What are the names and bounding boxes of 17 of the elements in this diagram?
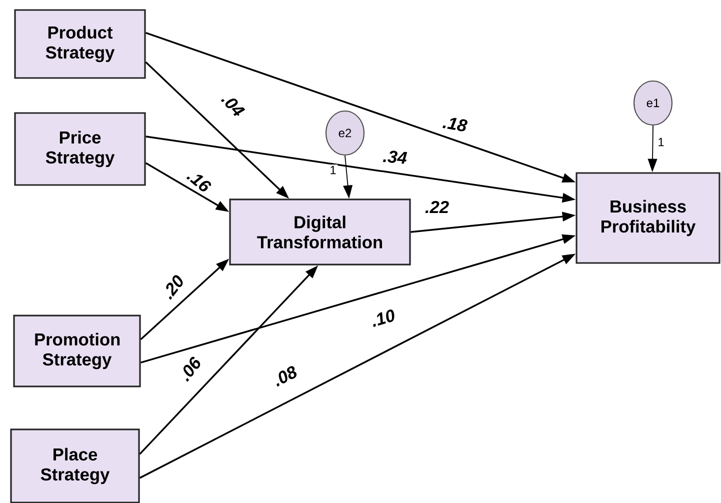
variable-box: Promotion Strategy [13, 314, 141, 388]
edge-label: .18 [440, 114, 470, 134]
variable-box: Business Profitability [576, 172, 720, 264]
variable-box: Place Strategy [10, 428, 140, 503]
variable-box: Product Strategy [14, 9, 146, 79]
edge-label: .08 [270, 363, 300, 389]
edge-label: 1 [328, 164, 338, 176]
edge-label: .16 [184, 166, 214, 196]
edge-label: .34 [381, 148, 409, 166]
variable-box: Price Strategy [14, 112, 146, 186]
variable-box: Digital Transformation [229, 198, 411, 266]
edge-label: .20 [158, 272, 188, 302]
edge-label: .04 [218, 90, 248, 120]
edge-label: .22 [424, 200, 450, 214]
edge-label: .10 [368, 307, 398, 329]
edge-label: 1 [656, 136, 666, 148]
edge-label: .06 [176, 354, 204, 384]
